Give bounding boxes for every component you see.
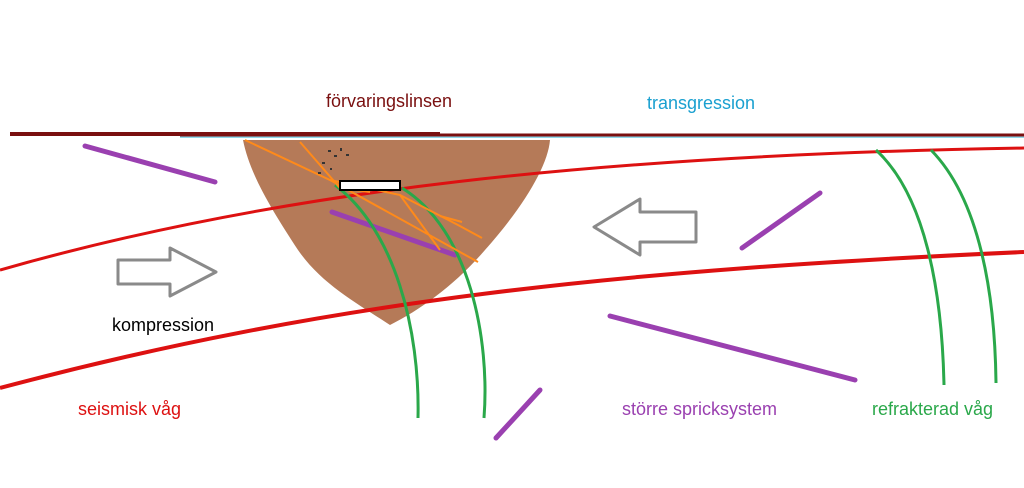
lens-marks: [318, 148, 349, 174]
seismic-wave-label: seismisk våg: [78, 399, 182, 419]
fracture-3: [739, 190, 823, 251]
refracted-wave-1: [334, 183, 420, 419]
refracted-wave-3: [874, 148, 946, 386]
compression-arrow-right: [116, 246, 218, 298]
compression-arrow-left: [592, 197, 698, 257]
fracture-1: [82, 143, 218, 185]
compression-label: kompression: [112, 315, 215, 335]
fracture-2: [329, 209, 458, 258]
seismic-wave-lower: [0, 250, 1024, 390]
refracted-wave-label: refrakterad våg: [872, 399, 994, 419]
lens-rectangle: [339, 180, 401, 191]
fracture-systems-label: större spricksystem: [622, 399, 778, 419]
seismic-wave-upper: [0, 146, 1024, 272]
fracture-4: [607, 313, 858, 383]
lens-label: förvaringslinsen: [326, 91, 453, 111]
fracture-systems: [82, 143, 858, 441]
refracted-wave-4: [929, 148, 998, 384]
fracture-5: [493, 387, 543, 441]
transgression-label: transgression: [647, 93, 756, 113]
